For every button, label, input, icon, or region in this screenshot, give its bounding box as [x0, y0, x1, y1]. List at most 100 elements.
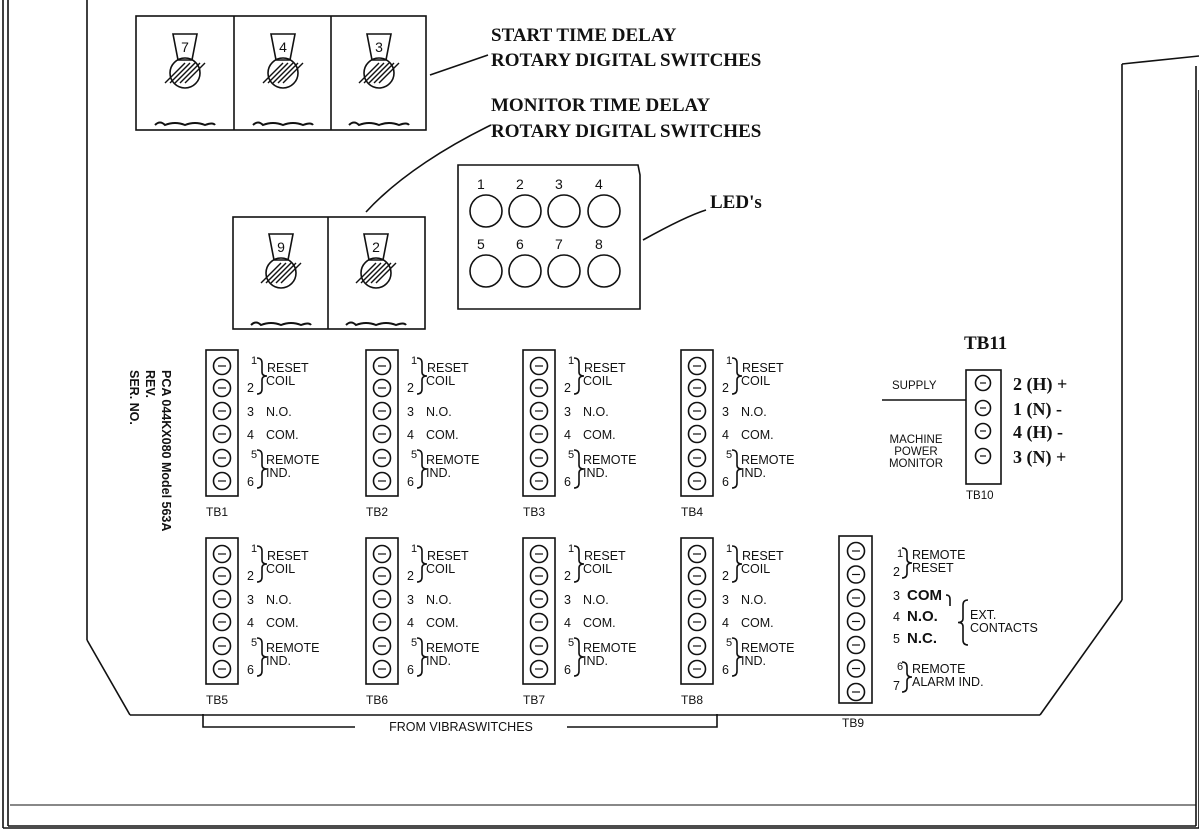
dial-hatch	[373, 62, 395, 84]
switch-digit: 3	[375, 39, 383, 55]
pin-label-coil: COIL	[741, 374, 770, 388]
dial-hatch	[260, 262, 282, 284]
terminal-housing	[365, 537, 399, 685]
terminal-screw-2	[687, 378, 707, 398]
callout-labels: START TIME DELAY ROTARY DIGITAL SWITCHES…	[491, 25, 762, 213]
terminal-screw-3	[212, 401, 232, 421]
pin-label-remote: REMOTE	[426, 453, 479, 467]
tb10-label: TB10	[966, 490, 994, 502]
pin-label-remote: REMOTE	[266, 453, 319, 467]
led-number-7: 7	[555, 236, 563, 252]
terminal-block-name: TB7	[523, 693, 545, 707]
pin-number-5: 5	[411, 637, 417, 649]
pin-label-no: N.O.	[426, 593, 452, 607]
dial-hatch	[280, 262, 302, 284]
terminal-screw-3	[529, 401, 549, 421]
terminal-screw-5	[212, 636, 232, 656]
monitor-delay-label-line1: MONITOR TIME DELAY	[491, 95, 711, 116]
terminal-screw-3	[687, 589, 707, 609]
switch-base	[250, 321, 312, 327]
switch-dial	[363, 57, 395, 89]
dial-hatch	[267, 62, 289, 84]
terminal-screw-2	[212, 378, 232, 398]
dial-hatch	[270, 262, 292, 284]
pin-number-3: 3	[407, 593, 414, 607]
pin-label-ind: IND.	[426, 654, 451, 668]
terminal-screw-1	[372, 356, 392, 376]
reset-coil-brace	[256, 357, 268, 395]
pin-label-com: COM.	[426, 428, 459, 442]
pin-label-ind: IND.	[266, 466, 291, 480]
reset-coil-brace	[416, 545, 428, 583]
dial-hatch	[355, 262, 377, 284]
tb9-label-com: COM	[907, 587, 942, 604]
pin-number-3: 3	[722, 405, 729, 419]
bracket-right	[567, 714, 718, 728]
terminal-screw-3	[372, 589, 392, 609]
terminal-screw-4	[372, 612, 392, 632]
terminal-screw-2	[529, 378, 549, 398]
pin-number-5: 5	[251, 637, 257, 649]
pin-label-no: N.O.	[266, 405, 292, 419]
terminal-screw-1	[529, 356, 549, 376]
led-number-6: 6	[516, 236, 524, 252]
pin-label-remote: REMOTE	[426, 641, 479, 655]
terminal-screw-5	[372, 448, 392, 468]
reset-coil-brace	[573, 545, 585, 583]
tb9-label-remote: REMOTE	[912, 548, 965, 562]
start-switch-2: 4	[252, 33, 314, 127]
pin-number-2: 2	[564, 569, 571, 583]
led-number-4: 4	[595, 176, 603, 192]
terminal-screw-1	[212, 356, 232, 376]
terminal-housing	[365, 349, 399, 497]
terminal-block-name: TB2	[366, 505, 388, 519]
pin-label-no: N.O.	[583, 593, 609, 607]
pin-number-2: 2	[247, 381, 254, 395]
dial-hatch	[184, 62, 206, 84]
terminal-block-name: TB4	[681, 505, 703, 519]
led-number-3: 3	[555, 176, 563, 192]
pin-label-coil: COIL	[426, 374, 455, 388]
tb9-label-contacts: CONTACTS	[970, 621, 1038, 635]
dial-hatch	[378, 62, 400, 84]
led-panel-outline	[457, 164, 641, 310]
terminal-block-name: TB8	[681, 693, 703, 707]
terminal-screw-3	[212, 589, 232, 609]
pin-number-4: 4	[407, 616, 414, 630]
switch-base	[348, 121, 410, 127]
pin-number-6: 6	[247, 475, 254, 489]
led-number-2: 2	[516, 176, 524, 192]
pca-rev-text: REV.	[143, 370, 157, 398]
pin-label-remote: REMOTE	[583, 641, 636, 655]
terminal-screw-1	[372, 544, 392, 564]
dial-hatch	[360, 262, 382, 284]
switch-base	[252, 121, 314, 127]
tb9-label-reset: RESET	[912, 561, 954, 575]
tb9-ext-contacts-brace	[957, 599, 969, 646]
reset-coil-brace	[256, 545, 268, 583]
tb9-label-alarm-ind: ALARM IND.	[912, 675, 984, 689]
terminal-housing	[522, 537, 556, 685]
pin-label-reset: RESET	[742, 361, 784, 375]
pin-label-com: COM.	[583, 428, 616, 442]
pin-label-no: N.O.	[741, 405, 767, 419]
terminal-screw-1	[687, 356, 707, 376]
tb11-pin-label-4: 3 (N) +	[1013, 447, 1066, 468]
pin-number-4: 4	[564, 428, 571, 442]
pin-label-ind: IND.	[583, 654, 608, 668]
pin-number-6: 6	[247, 663, 254, 677]
pin-label-remote: REMOTE	[741, 453, 794, 467]
terminal-screw-5	[372, 636, 392, 656]
tb9-pin-6: 6	[897, 661, 903, 673]
terminal-screw-2	[687, 566, 707, 586]
monitor-switch-1: 9	[250, 233, 312, 327]
tb9-remote-reset-brace	[901, 547, 913, 579]
remote-ind-brace	[573, 637, 585, 677]
pin-label-reset: RESET	[584, 549, 626, 563]
relay-terminal-blocks: 123456RESETCOILN.O.COM.REMOTEIND.TB11234…	[205, 349, 794, 707]
pin-label-no: N.O.	[426, 405, 452, 419]
